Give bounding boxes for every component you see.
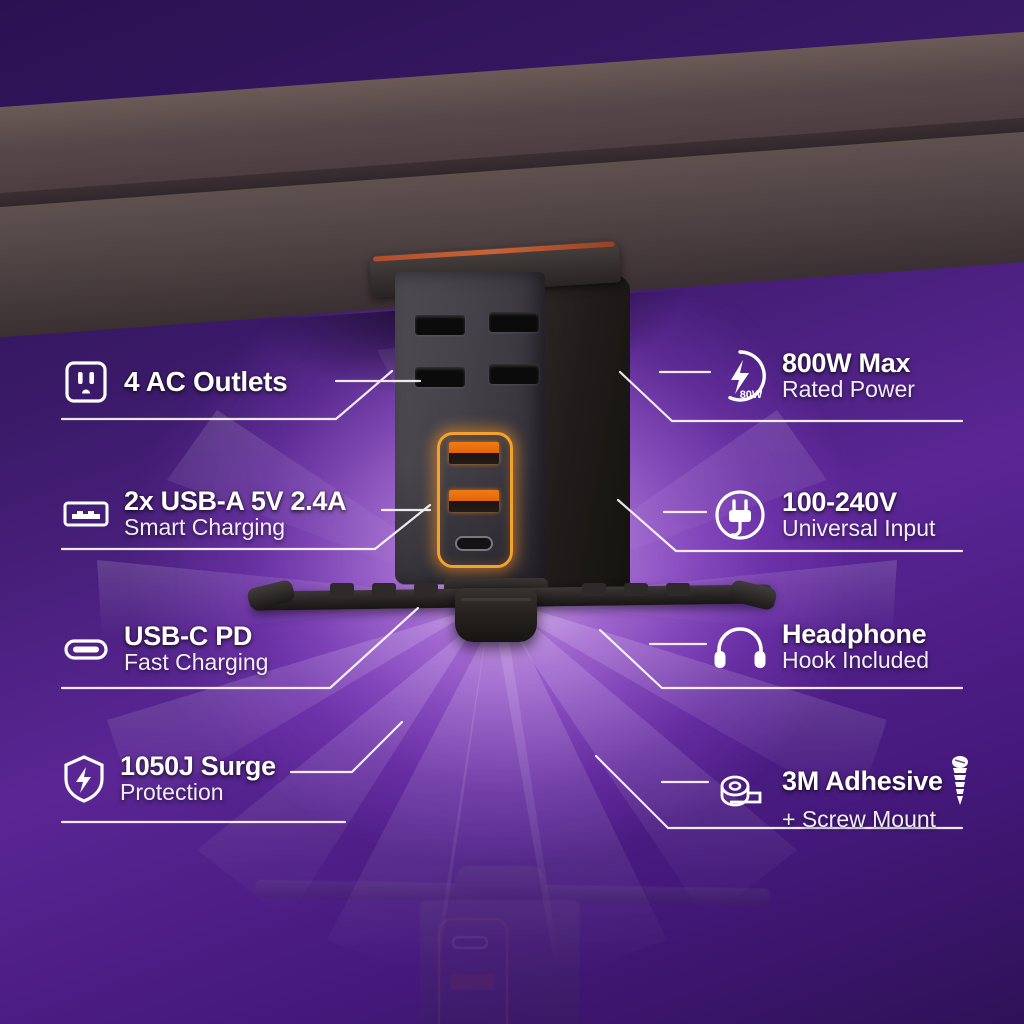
usb-a-port (449, 490, 499, 512)
power-bolt-circle-icon: 80W (712, 348, 768, 404)
ac-outlet-slot (415, 367, 465, 387)
feature-usb-a[interactable]: 2x USB-A 5V 2.4A Smart Charging (62, 486, 347, 541)
ac-outlet-slot (489, 312, 539, 332)
feature-subtitle: Protection (120, 779, 224, 806)
feature-universal-input[interactable]: 100-240V Universal Input (712, 487, 935, 543)
usb-c-port (455, 536, 493, 551)
ac-outlet-slot (489, 364, 539, 384)
adhesive-tape-icon (712, 771, 768, 817)
product-reflection (0, 866, 1024, 1024)
hook-segment (372, 583, 396, 596)
device-side-panel (530, 267, 630, 597)
feature-ac-outlets[interactable]: 4 AC Outlets (62, 358, 288, 406)
feature-title: 4 AC Outlets (124, 366, 288, 398)
feature-subtitle: Hook Included (782, 647, 930, 674)
reflection-usb-panel (438, 918, 508, 1024)
screw-icon (951, 756, 968, 805)
device-clamp-plug (455, 588, 537, 642)
feature-headphone-hook[interactable]: Headphone Hook Included (712, 620, 929, 674)
reflection-usb-c (452, 936, 488, 949)
feature-surge-protection[interactable]: 1050J Surge Protection (62, 752, 276, 806)
feature-max-power[interactable]: 80W 800W Max Rated Power (712, 348, 915, 404)
hook-segment (582, 583, 606, 596)
usb-c-icon (62, 631, 110, 667)
hook-segment (414, 583, 438, 596)
feature-title: 3M Adhesive (782, 765, 943, 796)
feature-subtitle: Smart Charging (124, 514, 286, 541)
feature-title: 100-240V (782, 487, 897, 518)
reflection-usb-a (450, 974, 494, 990)
feature-title: USB-C PD (124, 621, 253, 651)
feature-subtitle: + Screw Mount (782, 806, 937, 832)
feature-subtitle: Rated Power (782, 376, 915, 403)
feature-title: 2x USB-A 5V 2.4A (124, 486, 347, 516)
usb-a-icon (62, 496, 110, 532)
feature-subtitle: Fast Charging (124, 649, 269, 676)
headphone-hook-bar (246, 578, 778, 616)
hook-tip-right (728, 578, 778, 612)
power-badge-text: 80W (740, 389, 763, 401)
shield-bolt-icon (62, 754, 106, 804)
usb-a-port (449, 442, 499, 464)
headphones-icon (712, 623, 768, 671)
ac-outlet-slot (415, 315, 465, 335)
ac-outlet-icon (62, 358, 110, 406)
feature-title: Headphone (782, 619, 927, 649)
plug-circle-icon (712, 487, 768, 543)
feature-usb-c[interactable]: USB-C PD Fast Charging (62, 622, 268, 676)
hook-segment (624, 583, 648, 596)
feature-mounting[interactable]: 3M Adhesive + Screw Mount (712, 755, 969, 833)
hook-segment (330, 583, 354, 596)
feature-title: 800W Max (782, 348, 911, 379)
feature-title: 1050J Surge (120, 751, 276, 781)
reflection-cap (455, 866, 545, 900)
feature-subtitle: Universal Input (782, 515, 936, 542)
hook-segment (666, 583, 690, 596)
